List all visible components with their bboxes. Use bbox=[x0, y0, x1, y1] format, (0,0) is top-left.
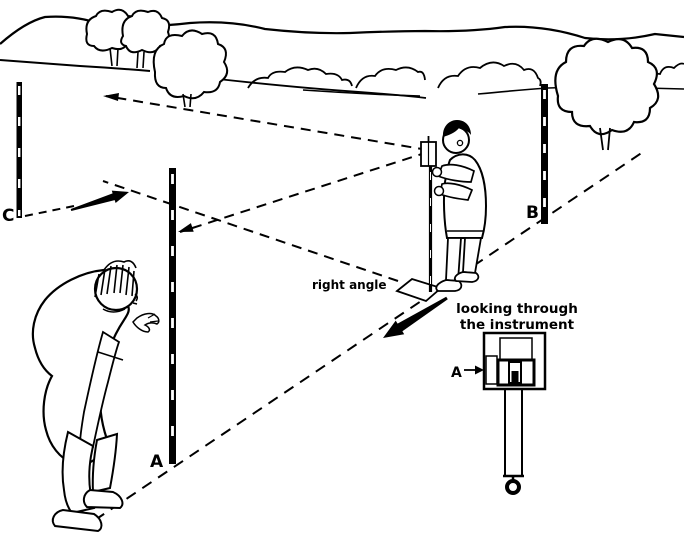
thick-arrow-along-chain bbox=[383, 296, 448, 338]
inset-top-window bbox=[499, 337, 533, 361]
inset-staff-shaft bbox=[504, 388, 523, 477]
assistant-shoe bbox=[51, 508, 103, 533]
surveyor-shoe bbox=[453, 271, 480, 283]
bushes bbox=[247, 61, 684, 89]
pole-b bbox=[541, 84, 548, 224]
sight-line-a bbox=[179, 151, 429, 233]
tree-trunk bbox=[109, 47, 145, 69]
inset-label-a: A bbox=[451, 365, 462, 381]
assistant-raised-hand bbox=[132, 312, 160, 333]
surveyor-hand bbox=[433, 185, 445, 197]
chain-line-a-b bbox=[94, 151, 644, 521]
inset-pointer-arrowhead bbox=[475, 365, 484, 375]
surveyor-hair bbox=[442, 120, 471, 137]
inset-caption-line2: the instrument bbox=[460, 317, 575, 333]
line-at-c-base bbox=[24, 205, 75, 217]
tree-middle bbox=[152, 29, 229, 108]
ranging-poles bbox=[16, 82, 548, 464]
assistant-leg bbox=[91, 432, 119, 494]
offset-line-to-c bbox=[102, 180, 399, 282]
inset-staff-ring bbox=[505, 479, 521, 495]
thick-arrow-near-c bbox=[70, 190, 129, 211]
inset-pole-image bbox=[511, 371, 519, 383]
inset-caption-line1: looking through bbox=[456, 301, 578, 317]
sight-lines bbox=[24, 95, 644, 521]
surveyor-shoe bbox=[435, 279, 463, 292]
right-angle-marker bbox=[395, 277, 443, 303]
horizon-hills bbox=[0, 15, 684, 72]
tree-trunk bbox=[182, 93, 192, 108]
tree-crown bbox=[120, 9, 171, 54]
tree-trunk bbox=[599, 127, 611, 151]
label-pole-a: A bbox=[150, 452, 164, 472]
tree-right bbox=[554, 37, 660, 151]
assistant-figure bbox=[31, 260, 160, 533]
tree-crown bbox=[554, 37, 660, 136]
arrowheads bbox=[70, 93, 448, 338]
pole-a bbox=[169, 168, 176, 464]
instrument-view-inset: looking through the instrument A bbox=[451, 301, 578, 495]
assistant-face bbox=[132, 293, 139, 305]
label-right-angle: right angle bbox=[312, 278, 387, 292]
assistant-collar bbox=[102, 308, 126, 313]
tree-left-pair bbox=[85, 8, 171, 69]
assistant-hair-strokes bbox=[94, 260, 137, 298]
surveyor-figure bbox=[420, 120, 488, 292]
sight-line-c bbox=[105, 95, 429, 151]
inset-side-window-a bbox=[485, 355, 498, 385]
assistant-shoe bbox=[82, 488, 124, 510]
label-pole-c: C bbox=[2, 206, 14, 226]
label-pole-b: B bbox=[526, 203, 539, 223]
tree-crown bbox=[152, 29, 229, 100]
surveyor-leg bbox=[462, 237, 483, 274]
surveyor-hand bbox=[431, 166, 443, 178]
arrowhead-at-pole-a bbox=[178, 223, 194, 232]
surveyor-ear bbox=[456, 139, 464, 147]
arrowhead-toward-c bbox=[103, 93, 119, 101]
